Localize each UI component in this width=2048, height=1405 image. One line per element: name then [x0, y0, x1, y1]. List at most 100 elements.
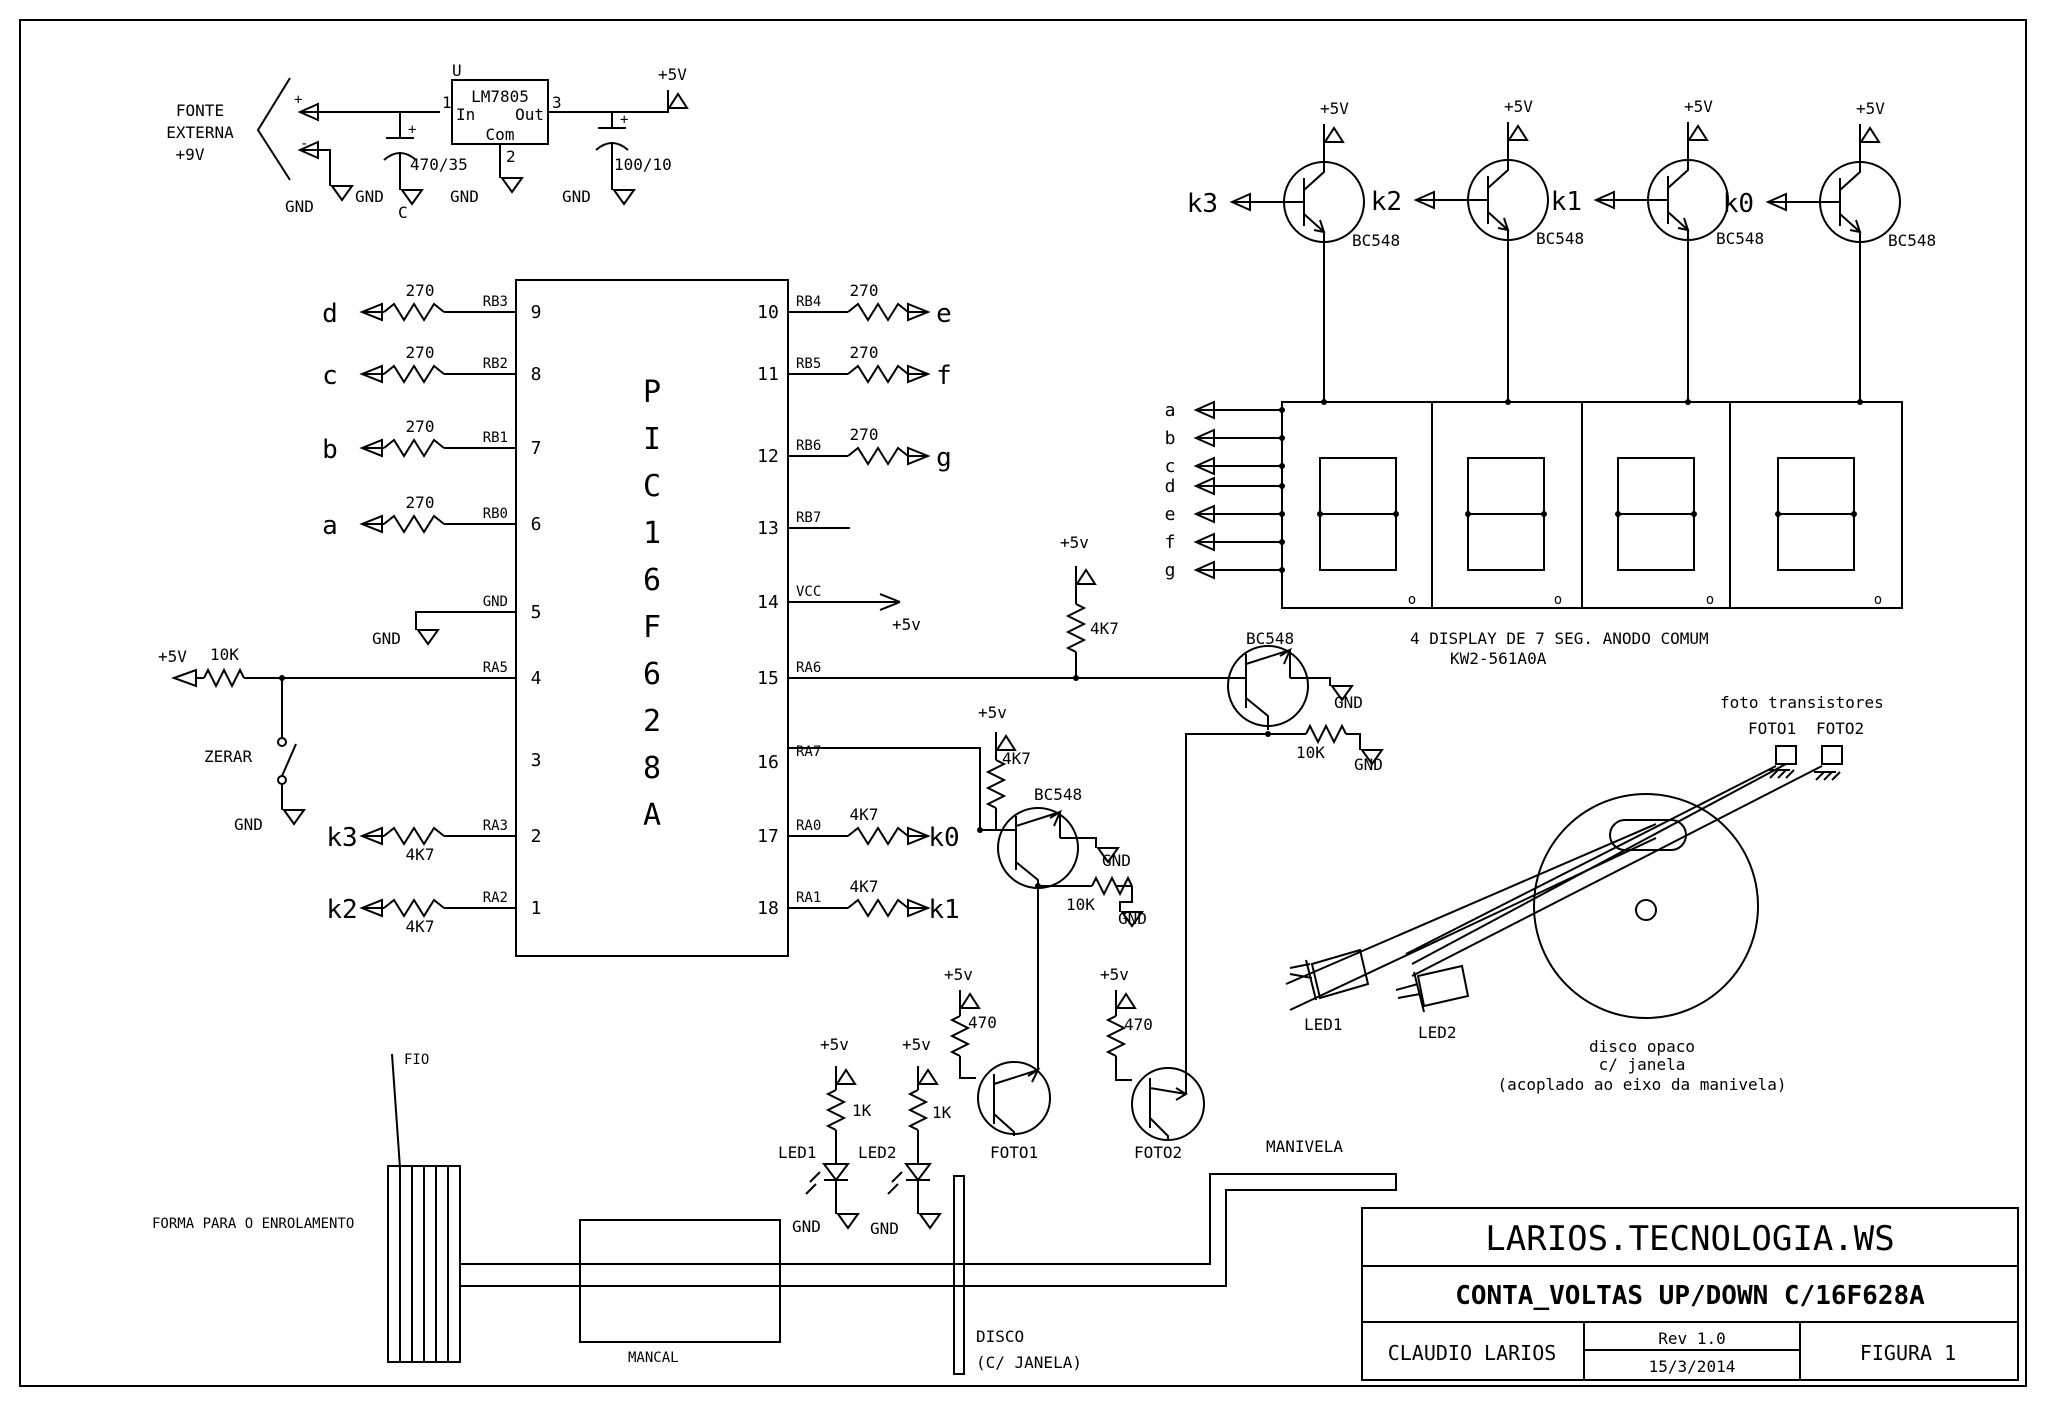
cap1-ref: C: [398, 203, 408, 222]
mech-led1: LED1: [1304, 1015, 1343, 1034]
t2-gnd: GND: [1334, 693, 1363, 712]
pic-pin-port: RA0: [796, 818, 821, 834]
emitter-arrow: [1677, 217, 1690, 232]
decimal-point: o: [1554, 592, 1562, 608]
fonte-line-1: FONTE: [176, 101, 224, 120]
display-digit: o: [1615, 457, 1714, 608]
collector: [1303, 124, 1325, 191]
resistor: [383, 514, 445, 534]
pic-name-char: A: [643, 798, 661, 833]
pic-vcc-label: +5v: [892, 615, 921, 634]
reg-gnd-label: GND: [450, 187, 479, 206]
segment-label: a: [1165, 400, 1176, 421]
arrow: [1229, 192, 1251, 212]
led2-vcc: +5v: [902, 1035, 931, 1054]
junction: [1279, 539, 1285, 545]
pic-pin-port: RB5: [796, 356, 821, 372]
arrow: [359, 438, 383, 458]
resistor: [383, 898, 445, 918]
pic-pin-port: RA1: [796, 890, 821, 906]
segment-label: b: [1165, 428, 1176, 449]
segment-label: d: [1165, 476, 1176, 497]
dot: [1775, 511, 1781, 517]
decimal-point: o: [1706, 592, 1714, 608]
signal-label: c: [322, 361, 338, 391]
pic-pin-number: 12: [757, 446, 779, 467]
cap1-plus: +: [408, 122, 416, 138]
signal-label: k2: [326, 895, 357, 925]
junction: [1279, 407, 1285, 413]
disc-line-2: c/ janela: [1599, 1055, 1686, 1074]
dot: [1393, 511, 1399, 517]
junction: [1279, 435, 1285, 441]
regulator-ref: U: [452, 61, 462, 80]
pic-pin-port: RB4: [796, 294, 821, 310]
resistor: [383, 438, 445, 458]
regulator-pin1: 1: [442, 93, 452, 112]
pic-name-char: 6: [643, 563, 661, 598]
disco-line-1: DISCO: [976, 1327, 1024, 1346]
pic-pin-number: 5: [531, 602, 542, 623]
cap2-gnd-label: GND: [562, 187, 591, 206]
pic-body: [515, 279, 789, 957]
ra6-pullup-res: 4K7: [1090, 619, 1119, 638]
foto2-vcc: +5v: [1100, 965, 1129, 984]
arrow: [359, 514, 383, 534]
display-digit: o: [1317, 457, 1416, 608]
pic-pin-number: 15: [757, 668, 779, 689]
pic-pin-number: 18: [757, 898, 779, 919]
pic-pin-number: 11: [757, 364, 779, 385]
driver-vcc: +5V: [1684, 97, 1713, 116]
driver-label: k0: [1723, 189, 1754, 219]
pic-pin-number: 6: [531, 514, 542, 535]
segment-label: e: [1165, 504, 1176, 525]
pic-name-char: 2: [643, 704, 661, 739]
arrow: [1193, 532, 1215, 552]
vcc-symbol: [1508, 125, 1528, 141]
cap1-value: 470/35: [410, 155, 468, 174]
pic-pin-port: RA5: [483, 660, 508, 676]
regulator-pin2: 2: [506, 147, 516, 166]
pic-pin-number: 3: [531, 750, 542, 771]
pic-pin-port: GND: [483, 594, 508, 610]
disco-line-2: (C/ JANELA): [976, 1353, 1082, 1372]
signal-label: a: [322, 511, 338, 541]
pic-pin-number: 13: [757, 518, 779, 539]
segment-label: g: [1165, 560, 1176, 581]
pic-name-char: 8: [643, 751, 661, 786]
driver-vcc: +5V: [1504, 97, 1533, 116]
led1-vcc: +5v: [820, 1035, 849, 1054]
driver-vcc: +5V: [1856, 99, 1885, 118]
jack-gnd-label: GND: [285, 197, 314, 216]
manivela-label: MANIVELA: [1266, 1137, 1343, 1156]
display-digit: o: [1775, 457, 1882, 608]
pic-pin-port: RB7: [796, 510, 821, 526]
arrow: [907, 446, 931, 466]
dot: [1317, 511, 1323, 517]
pic-name-char: I: [643, 422, 661, 457]
signal-label: k3: [326, 823, 357, 853]
emitter-arrow: [1849, 219, 1862, 234]
pic-pin-number: 10: [757, 302, 779, 323]
decimal-point: o: [1408, 592, 1416, 608]
dot: [1691, 511, 1697, 517]
title-block: LARIOS.TECNOLOGIA.WS CONTA_VOLTAS UP/DOW…: [1361, 1207, 2019, 1381]
led2-label: LED2: [858, 1143, 897, 1162]
pic-pin-port: RB2: [483, 356, 508, 372]
driver-part: BC548: [1716, 229, 1764, 248]
resistor: [847, 302, 909, 322]
t1-gnd: GND: [1102, 851, 1131, 870]
signal-label: k1: [928, 895, 959, 925]
segment-label: f: [1165, 532, 1176, 553]
arrow: [359, 826, 383, 846]
collector: [1667, 122, 1689, 189]
collector: [1839, 124, 1861, 191]
segment-label: c: [1165, 456, 1176, 477]
decimal-point: o: [1874, 592, 1882, 608]
fonte-line-3: +9V: [176, 145, 205, 164]
resistor: [847, 446, 909, 466]
